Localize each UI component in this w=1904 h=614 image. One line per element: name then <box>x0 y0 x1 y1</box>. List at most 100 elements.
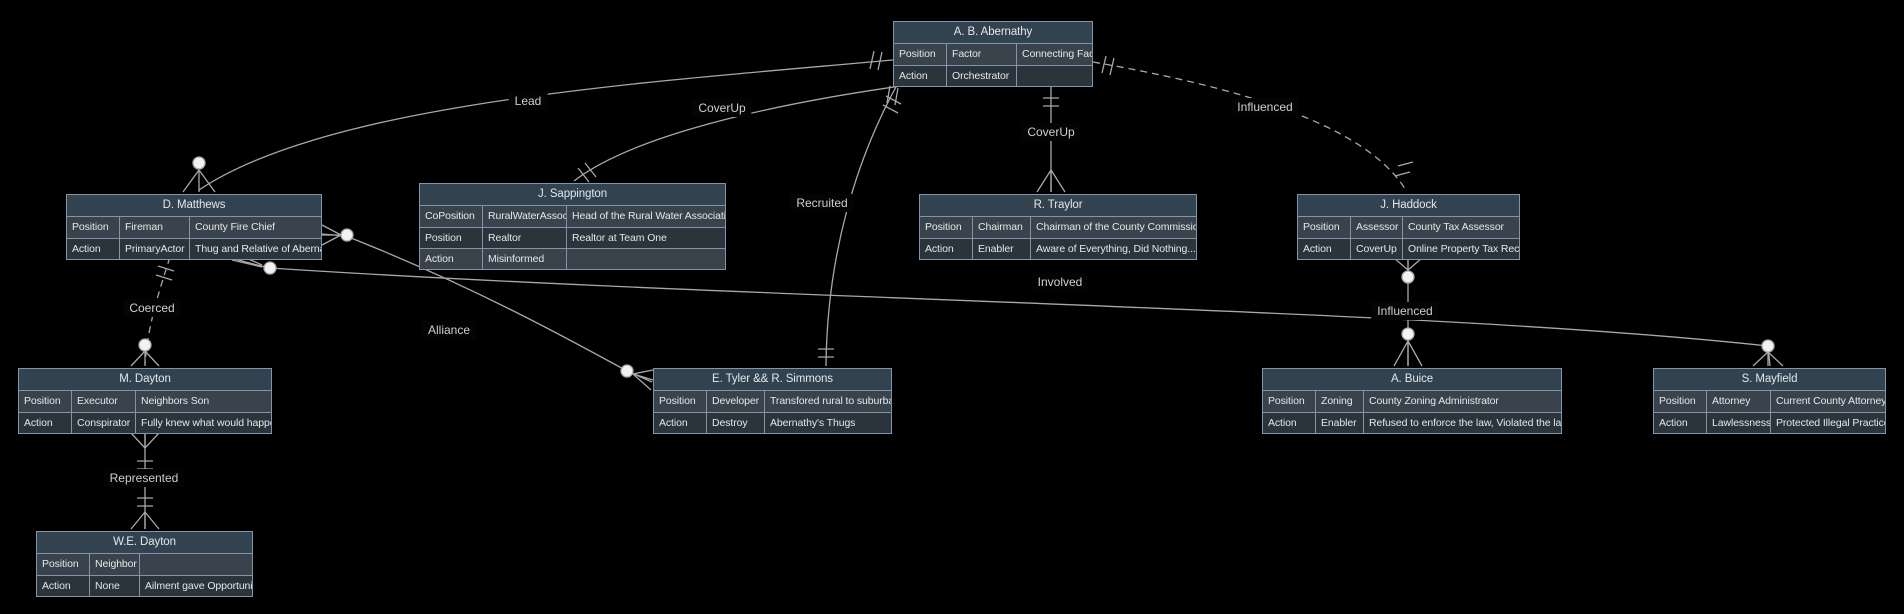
attr-value: Chairman <box>972 217 1030 238</box>
attr-comment: Refused to enforce the law, Violated the… <box>1363 413 1561 433</box>
attr-value: Attorney <box>1706 391 1770 412</box>
many-cardinality-crowfoot <box>130 511 160 530</box>
one-cardinality-ticks <box>882 95 902 114</box>
edge-coverup-sappington <box>573 84 909 182</box>
many-cardinality-crowfoot <box>1036 169 1066 193</box>
attr-key: Position <box>899 48 936 60</box>
attr-comment <box>139 554 252 575</box>
entity-a-buice: A. Buice Position Zoning County Zoning A… <box>1262 368 1562 434</box>
attr-key: Action <box>659 417 688 429</box>
entity-name: J. Haddock <box>1298 195 1519 217</box>
attribute-row: Action Enabler Refused to enforce the la… <box>1263 412 1561 433</box>
entity-d-matthews: D. Matthews Position Fireman County Fire… <box>66 194 322 260</box>
edge-recruited <box>825 84 898 367</box>
entity-r-traylor: R. Traylor Position Chairman Chairman of… <box>919 194 1197 260</box>
attr-comment: Fully knew what would happen <box>135 413 271 433</box>
attr-key: Position <box>72 221 109 233</box>
one-cardinality-ticks <box>1394 161 1414 177</box>
entity-name: J. Sappington <box>420 184 725 206</box>
attr-value: Destroy <box>706 413 764 433</box>
one-cardinality-ticks <box>1043 97 1059 107</box>
attribute-row: Position Developer Transfored rural to s… <box>654 391 891 412</box>
attribute-row: Position Fireman County Fire Chief <box>67 217 321 238</box>
attr-value: Realtor <box>482 228 566 248</box>
attr-comment: County Zoning Administrator <box>1363 391 1561 412</box>
entity-e-tyler-r-simmons: E. Tyler && R. Simmons Position Develope… <box>653 368 892 434</box>
entity-j-sappington: J. Sappington CoPosition RuralWaterAssoc… <box>419 183 726 270</box>
attr-value: Assessor <box>1350 217 1402 238</box>
one-cardinality-ticks <box>137 497 153 507</box>
attribute-row: Action Conspirator Fully knew what would… <box>19 412 271 433</box>
one-cardinality-ticks <box>886 85 899 106</box>
one-cardinality-ticks <box>155 265 175 281</box>
attr-comment: Aware of Everything, Did Nothing... <box>1030 239 1196 259</box>
many-cardinality-crowfoot <box>182 169 216 193</box>
attr-key: Action <box>1268 417 1297 429</box>
attr-key: Position <box>1268 395 1305 407</box>
attr-comment: Connecting Factor <box>1016 44 1092 65</box>
attribute-row: Action Orchestrator <box>894 65 1092 86</box>
attr-comment: Protected Illegal Practices <box>1770 413 1885 433</box>
attribute-row: Action Misinformed <box>420 248 725 269</box>
edge-lead <box>198 59 894 191</box>
attr-comment: Realtor at Team One <box>566 228 725 248</box>
many-cardinality-crowfoot <box>321 224 342 246</box>
zero-cardinality-circle <box>620 364 634 378</box>
attr-value: Orchestrator <box>946 66 1016 86</box>
one-cardinality-ticks <box>577 162 597 183</box>
edge-label-coerced: Coerced <box>123 299 181 317</box>
entity-name: S. Mayfield <box>1654 369 1885 391</box>
attr-value: Misinformed <box>482 249 566 269</box>
many-cardinality-crowfoot <box>1393 340 1423 367</box>
attr-comment: Thug and Relative of Abernathy <box>189 239 321 259</box>
attribute-row: Position Zoning County Zoning Administra… <box>1263 391 1561 412</box>
attr-comment: Ailment gave Opportunity <box>139 576 252 596</box>
attribute-row: Action PrimaryActor Thug and Relative of… <box>67 238 321 259</box>
attr-key: Action <box>1659 417 1688 429</box>
attr-key: Position <box>1303 221 1340 233</box>
entity-name: A. B. Abernathy <box>894 22 1092 44</box>
attr-comment: Current County Attorney <box>1770 391 1885 412</box>
attr-value: CoverUp <box>1350 239 1402 259</box>
attr-value: None <box>89 576 139 596</box>
attr-key: Position <box>659 395 696 407</box>
attr-key: Position <box>1659 395 1696 407</box>
attr-value: Neighbor <box>89 554 139 575</box>
edge-label-coverup-sappington: CoverUp <box>692 99 752 117</box>
attr-comment: County Tax Assessor <box>1402 217 1519 238</box>
attribute-row: CoPosition RuralWaterAssoc Head of the R… <box>420 206 725 227</box>
attr-comment: Abernathy's Thugs <box>764 413 891 433</box>
attr-comment: Online Property Tax Records <box>1402 239 1519 259</box>
many-cardinality-crowfoot <box>130 350 160 367</box>
edge-label-represented: Represented <box>103 469 185 487</box>
edge-influenced-haddock <box>1092 61 1408 193</box>
entity-name: R. Traylor <box>920 195 1196 217</box>
zero-cardinality-circle <box>192 156 206 170</box>
attr-key: Action <box>72 243 101 255</box>
edge-label-influenced-buice: Influenced <box>1371 302 1439 320</box>
attribute-row: Position Factor Connecting Factor <box>894 44 1092 65</box>
attr-key: Action <box>42 580 71 592</box>
many-cardinality-crowfoot <box>1752 351 1784 367</box>
attr-key: CoPosition <box>425 210 475 222</box>
attribute-row: Position Realtor Realtor at Team One <box>420 227 725 248</box>
attr-value: RuralWaterAssoc <box>482 206 566 227</box>
entity-a-b-abernathy: A. B. Abernathy Position Factor Connecti… <box>893 21 1093 87</box>
entity-j-haddock: J. Haddock Position Assessor County Tax … <box>1297 194 1520 260</box>
attr-value: Developer <box>706 391 764 412</box>
attr-value: Factor <box>946 44 1016 65</box>
attr-key: Action <box>425 253 454 265</box>
edge-involved <box>227 256 1771 367</box>
attr-value: Fireman <box>119 217 189 238</box>
attr-value: Enabler <box>972 239 1030 259</box>
attribute-row: Position Chairman Chairman of the County… <box>920 217 1196 238</box>
attr-value: Executor <box>71 391 135 412</box>
attr-value: Lawlessness <box>1706 413 1770 433</box>
attr-value: Zoning <box>1315 391 1363 412</box>
zero-cardinality-circle <box>263 261 277 275</box>
attr-comment: County Fire Chief <box>189 217 321 238</box>
many-cardinality-crowfoot <box>130 432 160 449</box>
edge-label-alliance: Alliance <box>421 321 477 339</box>
entity-m-dayton: M. Dayton Position Executor Neighbors So… <box>18 368 272 434</box>
